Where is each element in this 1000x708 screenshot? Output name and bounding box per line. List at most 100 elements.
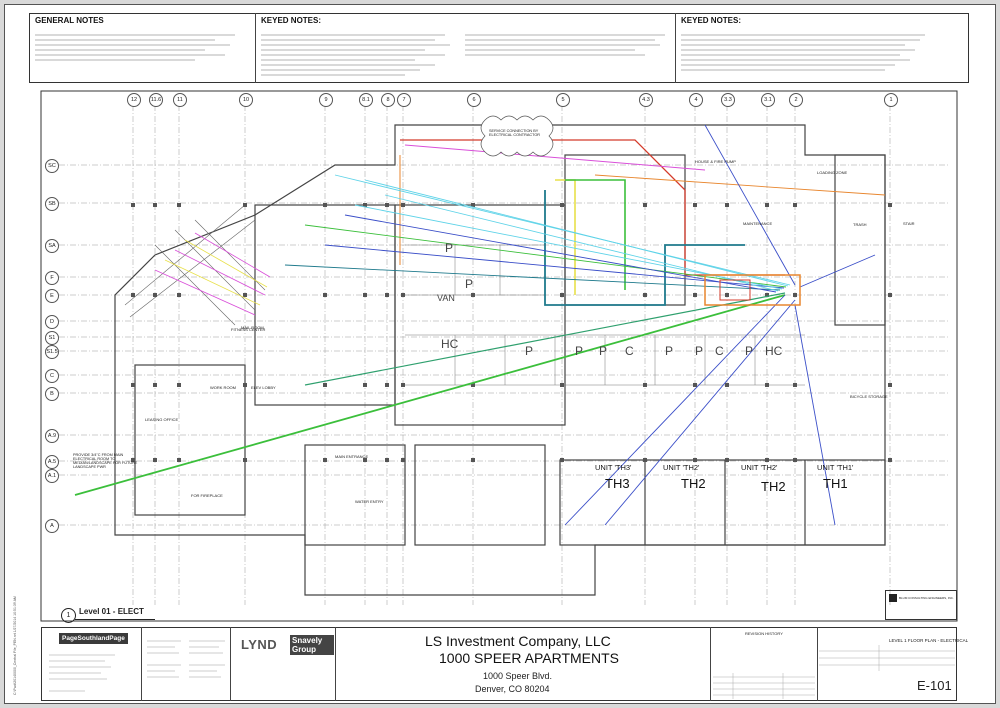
parking-van: VAN (437, 293, 455, 303)
column-mark (153, 203, 157, 207)
parking-p-2: P (465, 277, 474, 291)
column-mark (693, 203, 697, 207)
grid-bubble-left-A.5: A.5 (45, 455, 59, 469)
grid-bubble-top-7: 7 (397, 93, 411, 107)
parking-hc-2: HC (765, 344, 783, 358)
grid-bubble-top-8.1: 8.1 (359, 93, 373, 107)
column-mark (725, 293, 729, 297)
column-mark (363, 383, 367, 387)
grid-bubble-left-B: B (45, 387, 59, 401)
grid-bubble-left-A.1: A.1 (45, 469, 59, 483)
unit-label-th2-b: UNIT 'TH2' (741, 463, 778, 472)
column-mark (725, 458, 729, 462)
general-notes-heading: GENERAL NOTES (35, 16, 104, 25)
unit-label-th3: UNIT 'TH3' (595, 463, 632, 472)
column-mark (793, 458, 797, 462)
column-mark (725, 203, 729, 207)
unit-tag-th3: TH3 (605, 476, 630, 491)
grid-bubble-left-SA: SA (45, 239, 59, 253)
unit-tag-th2-a: TH2 (681, 476, 706, 491)
title-block (41, 627, 957, 701)
notes-band (29, 13, 969, 83)
grid-bubble-left-SC: SC (45, 159, 59, 173)
column-mark (725, 383, 729, 387)
column-mark (363, 293, 367, 297)
unit-label-th2-a: UNIT 'TH2' (663, 463, 700, 472)
file-path-stamp: C:\Pwd\20140000_Central File_PEN.rvt 1/2… (13, 596, 17, 695)
column-mark (177, 458, 181, 462)
room-mail: MAIL ROOM (241, 325, 264, 330)
column-mark (643, 203, 647, 207)
column-mark (471, 293, 475, 297)
column-mark (643, 383, 647, 387)
column-mark (131, 203, 135, 207)
parking-p-5: P (599, 344, 608, 358)
engineer-name: BLUM CONSULTING ENGINEERS, INC. (899, 596, 954, 600)
column-mark (243, 458, 247, 462)
snavely-logo: Snavely Group (290, 635, 334, 655)
sheet-number: E-101 (917, 678, 952, 693)
room-work: WORK ROOM (210, 385, 236, 390)
parking-hc-1: HC (441, 337, 459, 351)
column-mark (243, 293, 247, 297)
floor-plan (40, 90, 958, 622)
column-mark (131, 458, 135, 462)
column-mark (401, 383, 405, 387)
homerun-wire (304, 224, 787, 288)
column-mark (153, 293, 157, 297)
column-mark (177, 293, 181, 297)
grid-bubble-top-3.3: 3.3 (721, 93, 735, 107)
grid-bubble-top-2: 2 (789, 93, 803, 107)
column-mark (401, 458, 405, 462)
column-mark (177, 383, 181, 387)
column-mark (765, 203, 769, 207)
room-elev-lobby: ELEV LOBBY (251, 385, 276, 390)
column-mark (765, 293, 769, 297)
architect-logo: PageSouthlandPage (59, 633, 128, 644)
room-leasing: LEASING OFFICE (145, 417, 179, 422)
column-mark (888, 383, 892, 387)
revision-table (713, 673, 815, 699)
column-mark (131, 293, 135, 297)
column-mark (323, 293, 327, 297)
sheet-info-table (819, 645, 955, 671)
room-fire-pump: HOUSE & FIRE PUMP (695, 159, 736, 164)
column-mark (243, 383, 247, 387)
grid-bubble-left-S1.5: S1.5 (45, 345, 59, 359)
grid-bubble-top-4.3: 4.3 (639, 93, 653, 107)
column-mark (471, 203, 475, 207)
architect-info-lines (49, 654, 115, 692)
room-trash: TRASH (853, 222, 867, 227)
grid-bubble-top-11: 11 (173, 93, 187, 107)
room-bicycle: BICYCLE STORAGE (850, 394, 888, 399)
grid-bubble-left-C: C (45, 369, 59, 383)
room-water-entry: WATER ENTRY (355, 499, 384, 504)
room-fireplace: FOR FIREPLACE (191, 493, 223, 498)
room-fitness: FITNESS CENTER (231, 327, 266, 332)
grid-bubble-top-1: 1 (884, 93, 898, 107)
column-mark (471, 383, 475, 387)
column-mark (401, 293, 405, 297)
grid-bubble-top-6: 6 (467, 93, 481, 107)
revision-history-label: REVISION HISTORY (745, 631, 783, 636)
column-mark (385, 383, 389, 387)
grid-bubble-top-3.1: 3.1 (761, 93, 775, 107)
parking-c-2: C (715, 344, 724, 358)
view-number-bubble: 1 (61, 608, 76, 623)
grid-bubble-left-F: F (45, 271, 59, 285)
grid-bubble-top-12: 12 (127, 93, 141, 107)
service-callout: SERVICE CONNECTION BY ELECTRICAL CONTRAC… (489, 129, 541, 137)
room-stair: STAIR (903, 221, 915, 226)
owner-name: LS Investment Company, LLC (425, 633, 611, 649)
column-mark (363, 203, 367, 207)
column-mark (888, 203, 892, 207)
column-mark (131, 383, 135, 387)
project-name: 1000 SPEER APARTMENTS (439, 650, 619, 666)
column-mark (177, 203, 181, 207)
column-mark (153, 383, 157, 387)
address-line-1: 1000 Speer Blvd. (483, 671, 553, 681)
homerun-wire (334, 174, 791, 286)
column-mark (643, 293, 647, 297)
column-mark (693, 293, 697, 297)
parking-p-3: P (525, 344, 534, 358)
